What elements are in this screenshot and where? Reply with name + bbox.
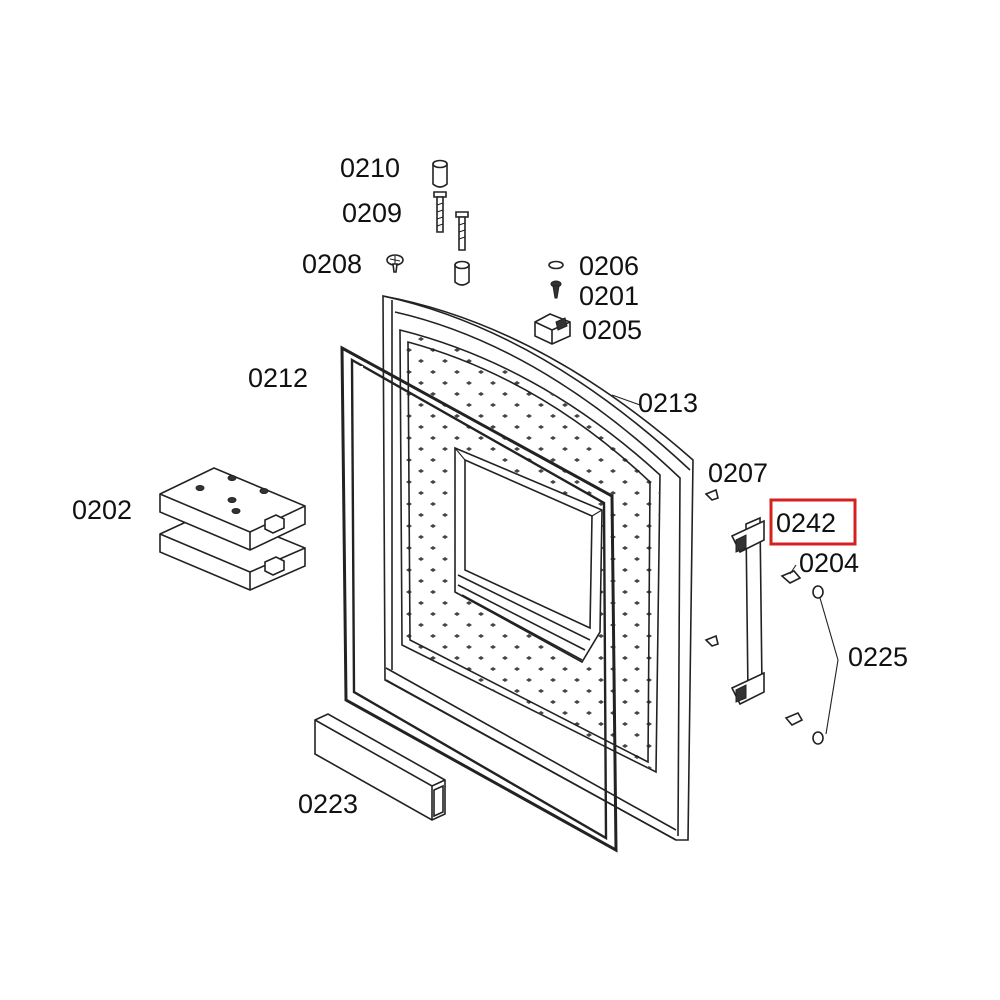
label-0223: 0223 [298, 789, 358, 819]
part-sleeve [454, 260, 470, 286]
part-0223-cover [314, 713, 446, 821]
highlight-box-0242 [769, 498, 857, 546]
part-0210-cap [432, 159, 448, 188]
door-recess-window [454, 446, 603, 664]
label-0225: 0225 [848, 642, 908, 672]
part-0207-screw [704, 488, 719, 647]
leader-lines [611, 394, 797, 575]
part-0209-bolt [433, 191, 469, 251]
label-0204: 0204 [799, 548, 859, 578]
door-gasket-frame [340, 345, 618, 853]
label-0208: 0208 [302, 249, 362, 279]
label-0202: 0202 [72, 495, 132, 525]
part-0205-bracket [534, 313, 571, 345]
part-0201-screw [550, 280, 562, 299]
part-0225-caps [812, 585, 839, 745]
label-0212: 0212 [248, 363, 308, 393]
label-0205: 0205 [582, 315, 642, 345]
part-0202-cold-packs [159, 467, 306, 591]
label-0206: 0206 [579, 251, 639, 281]
label-0201: 0201 [579, 281, 639, 311]
label-0210: 0210 [340, 153, 400, 183]
label-0242: 0242 [776, 508, 836, 538]
part-0204-screw [780, 570, 804, 726]
part-0208-screw [386, 254, 404, 273]
label-0209: 0209 [342, 198, 402, 228]
label-0207: 0207 [708, 458, 768, 488]
part-0242-handle [730, 516, 765, 706]
part-0206-washer [548, 260, 564, 270]
label-0213: 0213 [638, 388, 698, 418]
